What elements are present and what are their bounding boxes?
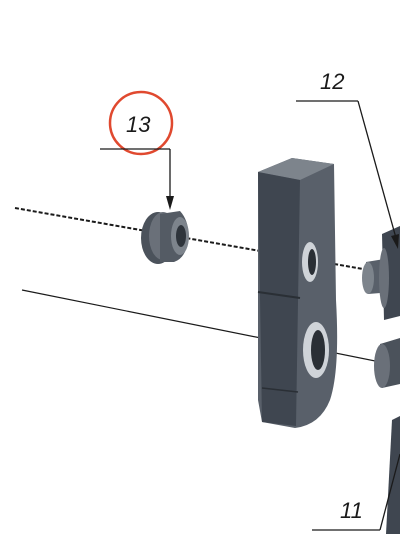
callout-13: 13 [100, 90, 174, 210]
callout-13-label: 13 [126, 112, 151, 137]
callout-12-label: 12 [320, 69, 344, 94]
callout-12-arrowhead [391, 234, 399, 249]
callout-12-leader [357, 100, 397, 239]
callout-12: 12 [296, 69, 399, 249]
callout-11-label: 11 [340, 498, 363, 523]
callout-13-highlight-circle [108, 90, 174, 156]
mounting-plate-part [257, 158, 338, 428]
pin-part [374, 338, 400, 534]
flanged-bushing-part [141, 211, 189, 264]
callout-13-arrowhead [166, 196, 174, 210]
callout-11-leader [379, 453, 400, 531]
callout-11: 11 [312, 453, 400, 531]
shoulder-bolt-part [362, 226, 400, 320]
